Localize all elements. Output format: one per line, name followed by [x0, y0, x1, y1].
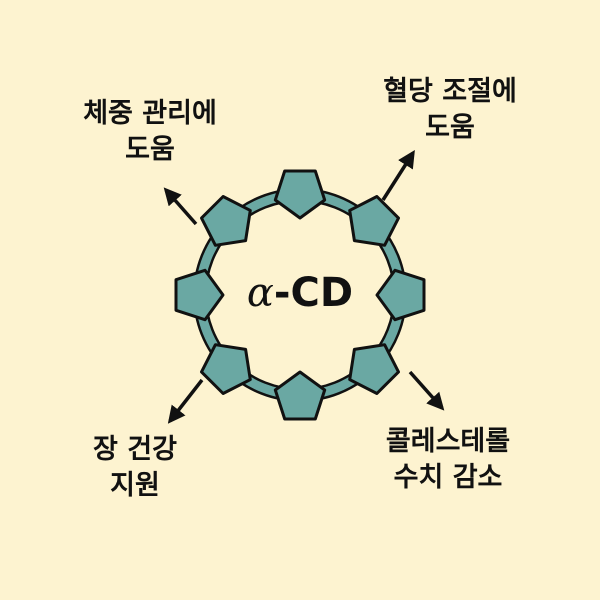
benefit-weight-management: 체중 관리에 도움: [83, 98, 217, 165]
glucose-pentagon-icon: [273, 169, 327, 220]
alpha-symbol: α: [246, 270, 274, 316]
glucose-units: [174, 169, 426, 421]
glucose-pentagon-icon: [174, 268, 225, 322]
arrow-bottom-right-icon: [408, 370, 445, 411]
arrow-bottom-left-icon: [167, 378, 204, 424]
glucose-pentagon-icon: [348, 195, 400, 247]
benefit-gut-health: 장 건강 지원: [93, 434, 177, 501]
glucose-pentagon-icon: [273, 370, 327, 421]
benefit-blood-sugar: 혈당 조절에 도움: [383, 76, 517, 143]
alpha-cd-label: α-CD: [200, 265, 400, 321]
glucose-pentagon-icon: [348, 343, 400, 395]
glucose-pentagon-icon: [200, 195, 252, 247]
benefit-cholesterol: 콜레스테롤 수치 감소: [385, 426, 511, 493]
glucose-pentagon-icon: [375, 268, 426, 322]
arrow-top-left-icon: [163, 187, 198, 226]
arrow-top-right-icon: [381, 150, 415, 201]
glucose-pentagon-icon: [200, 343, 252, 395]
cd-text: -CD: [273, 270, 354, 316]
arrows: [163, 150, 445, 424]
